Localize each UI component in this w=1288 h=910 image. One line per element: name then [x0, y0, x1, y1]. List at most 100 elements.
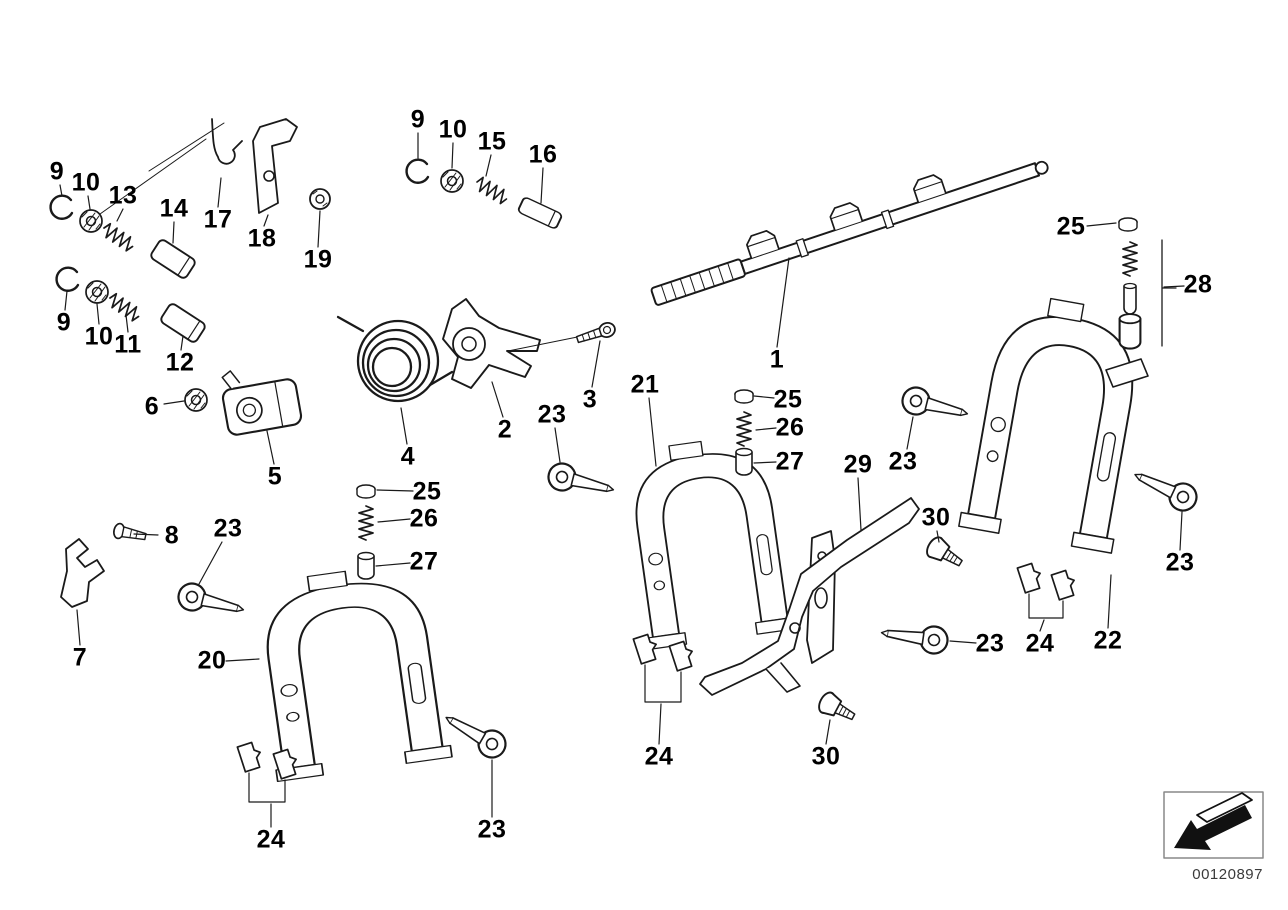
detent-spring-26	[736, 411, 752, 447]
bracket-24-group	[1028, 593, 1064, 619]
leader-line	[1179, 511, 1183, 551]
bracket-28	[1161, 239, 1177, 347]
snap-ring-9	[49, 194, 74, 220]
shift-fork-20	[248, 559, 454, 783]
pointer-line	[99, 138, 207, 215]
leader-line	[317, 210, 321, 248]
pivot-pin-23	[174, 579, 248, 625]
nut-19	[309, 188, 331, 210]
leader-line	[755, 427, 777, 431]
leader-line	[485, 154, 492, 177]
detent-cap-25	[356, 484, 376, 499]
leader-line	[1163, 285, 1185, 288]
clip-24	[1050, 568, 1080, 601]
pivot-pin-23	[898, 383, 972, 429]
screw-30	[814, 688, 860, 728]
leader-lines	[59, 132, 1185, 828]
clip-24	[236, 740, 266, 773]
spring-11	[105, 291, 144, 324]
spring-28	[1122, 241, 1138, 277]
leader-line	[198, 541, 223, 585]
leader-line	[825, 719, 831, 745]
detent-spring-26	[358, 505, 374, 541]
snap-ring-9	[55, 266, 80, 292]
leader-line	[59, 184, 63, 197]
leader-line	[1107, 574, 1112, 629]
detent-sleeve-27	[357, 551, 375, 580]
sleeve-28	[1118, 313, 1142, 350]
leader-line	[225, 658, 260, 662]
leader-line	[906, 416, 914, 450]
leader-line	[172, 221, 175, 244]
pivot-pin-23	[544, 459, 618, 505]
leader-line	[949, 640, 977, 644]
leader-line	[87, 195, 91, 210]
leader-line	[648, 397, 657, 467]
washer-10	[85, 280, 109, 304]
leader-line	[857, 477, 862, 531]
sleeve-14	[148, 237, 198, 281]
pivot-pin-23	[1128, 461, 1203, 517]
leader-line	[163, 400, 185, 405]
snap-ring-9	[405, 158, 430, 184]
fork-22-right-tab	[1105, 358, 1149, 388]
bracket-24-group	[644, 664, 682, 703]
leader-line	[64, 290, 68, 311]
spring-clip-17	[211, 118, 243, 165]
leader-line	[491, 381, 504, 418]
leader-line	[540, 167, 544, 204]
bracket-18	[252, 118, 298, 214]
clip-24	[668, 639, 698, 672]
detent-cap-25	[734, 389, 754, 404]
spring-13	[99, 221, 138, 254]
bracket-29	[699, 497, 920, 696]
pivot-pin-23	[878, 618, 951, 657]
leader-line	[658, 703, 662, 745]
bracket-18-hole	[263, 170, 275, 182]
leader-line	[96, 303, 100, 325]
leader-line	[180, 335, 184, 351]
selector-shaft	[650, 160, 1049, 306]
leader-line	[377, 518, 411, 523]
detent-sleeve-27	[735, 447, 753, 476]
bracket-7	[60, 538, 105, 608]
washer-10	[79, 209, 103, 233]
bushing-6	[184, 388, 208, 412]
leader-line	[554, 427, 561, 463]
spring-15	[472, 175, 511, 206]
leader-line	[451, 142, 454, 169]
screw-8	[113, 522, 147, 541]
shift-element-5	[221, 370, 303, 436]
nut-25	[1118, 217, 1138, 232]
leader-line	[133, 533, 159, 536]
washer-10	[440, 169, 464, 193]
bracket-24-group	[248, 772, 286, 803]
leader-line	[263, 214, 269, 227]
clip-24	[1016, 561, 1046, 594]
pivot-lever-2	[442, 298, 541, 389]
pointer-line	[148, 122, 225, 172]
leader-line	[400, 407, 408, 445]
brand-logo	[1163, 791, 1264, 859]
leader-line	[936, 530, 940, 543]
screw-30	[922, 533, 968, 574]
pin-28	[1123, 282, 1137, 315]
leader-line	[116, 208, 124, 222]
drawing-number: 00120897	[1192, 866, 1263, 883]
leader-line	[76, 609, 81, 646]
leader-line	[776, 257, 790, 348]
leader-line	[1039, 619, 1045, 632]
leader-line	[217, 177, 222, 208]
torsion-spring-4	[336, 315, 454, 403]
leader-line	[375, 562, 411, 567]
pin-16	[516, 195, 564, 231]
leader-line	[376, 489, 414, 492]
leader-line	[1086, 222, 1117, 227]
leader-line	[266, 430, 275, 465]
leader-line	[753, 395, 775, 399]
leader-line	[591, 340, 601, 388]
bolt-3	[575, 321, 616, 344]
leader-line	[125, 314, 129, 333]
